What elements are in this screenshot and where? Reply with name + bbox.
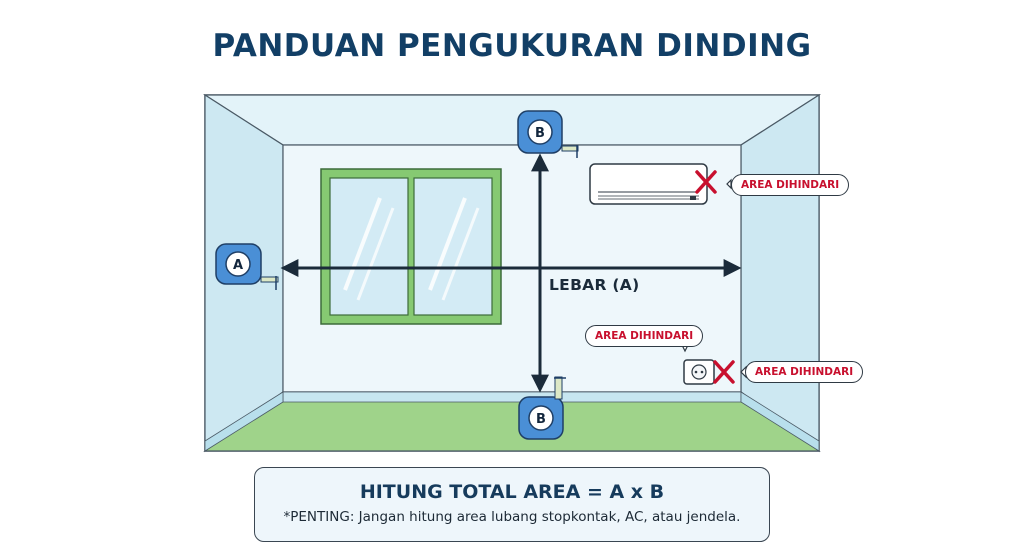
formula-box: HITUNG TOTAL AREA = A x B *PENTING: Jang…: [254, 467, 770, 542]
tape-measure-icon: B: [517, 110, 579, 158]
outlet-avoid-callout-right: AREA DIHINDARI: [745, 361, 864, 383]
outlet-avoid-callout-top: AREA DIHINDARI: [585, 325, 704, 347]
cross-icon: [713, 360, 735, 384]
right-wall: [740, 93, 820, 453]
tape-measure-icon: A: [215, 243, 279, 290]
width-label: LEBAR (A): [549, 276, 640, 294]
formula-text: HITUNG TOTAL AREA = A x B: [359, 481, 665, 503]
tape-a-letter: A: [233, 258, 243, 273]
tape-b-bottom-letter: B: [536, 412, 546, 427]
ac-unit-icon: [589, 163, 708, 205]
ceiling: [202, 94, 822, 146]
important-note: *PENTING: Jangan hitung area lubang stop…: [283, 509, 741, 525]
baseboard: [282, 391, 742, 403]
power-outlet-icon: [683, 359, 715, 385]
window-icon: [320, 168, 502, 325]
cross-icon: [695, 170, 717, 194]
ac-avoid-callout: AREA DIHINDARI: [731, 174, 850, 196]
tape-measure-icon: B: [518, 376, 566, 440]
tape-b-top-letter: B: [535, 126, 545, 141]
page-title: PANDUAN PENGUKURAN DINDING: [212, 28, 812, 64]
